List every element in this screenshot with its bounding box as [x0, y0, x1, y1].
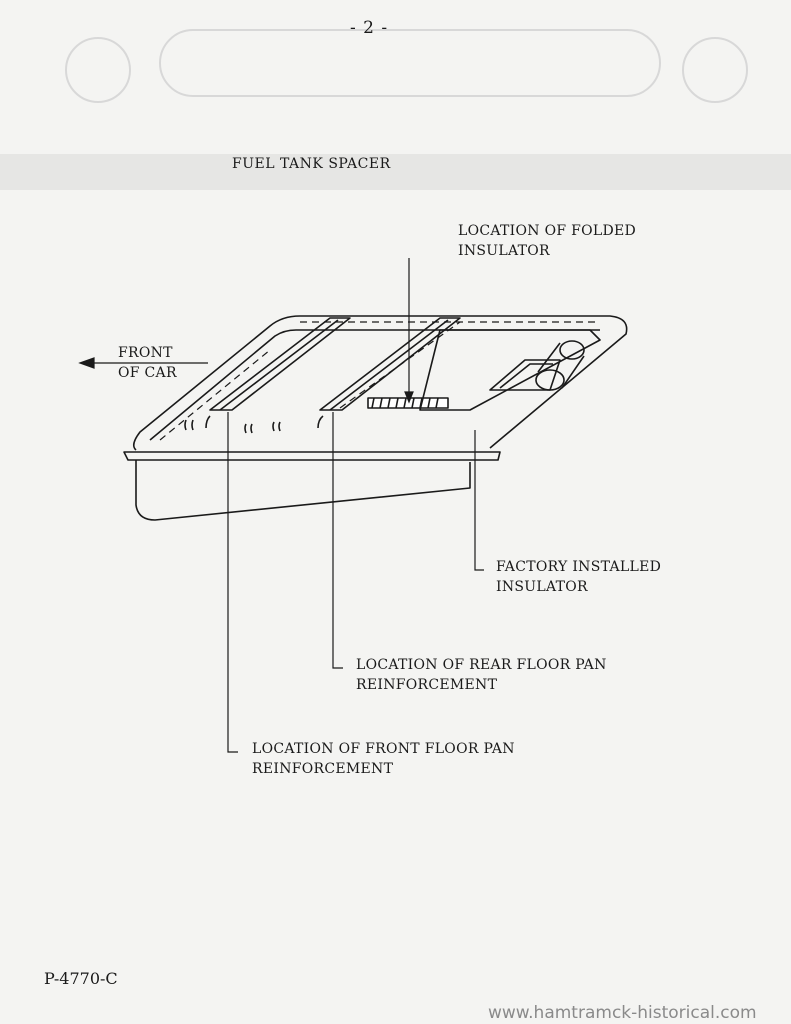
label-folded-insulator: LOCATION OF FOLDED INSULATOR	[458, 223, 637, 259]
leader-lines	[78, 258, 484, 753]
bleed-through-header	[0, 29, 791, 190]
label-rear-floor-pan: LOCATION OF REAR FLOOR PAN REINFORCEMENT	[356, 657, 607, 693]
label-front-floor-pan: LOCATION OF FRONT FLOOR PAN REINFORCEMEN…	[252, 741, 515, 777]
dashed-hidden-lines	[159, 321, 600, 441]
page-number: - 2 -	[350, 18, 389, 38]
diagram-title: FUEL TANK SPACER	[232, 156, 391, 172]
website-watermark: www.hamtramck-historical.com	[488, 1003, 757, 1023]
label-factory-insulator: FACTORY INSTALLED INSULATOR	[496, 559, 662, 595]
fuel-tank-outline	[123, 315, 628, 521]
label-front-of-car: FRONT OF CAR	[118, 345, 177, 381]
document-code: P-4770-C	[44, 969, 118, 988]
